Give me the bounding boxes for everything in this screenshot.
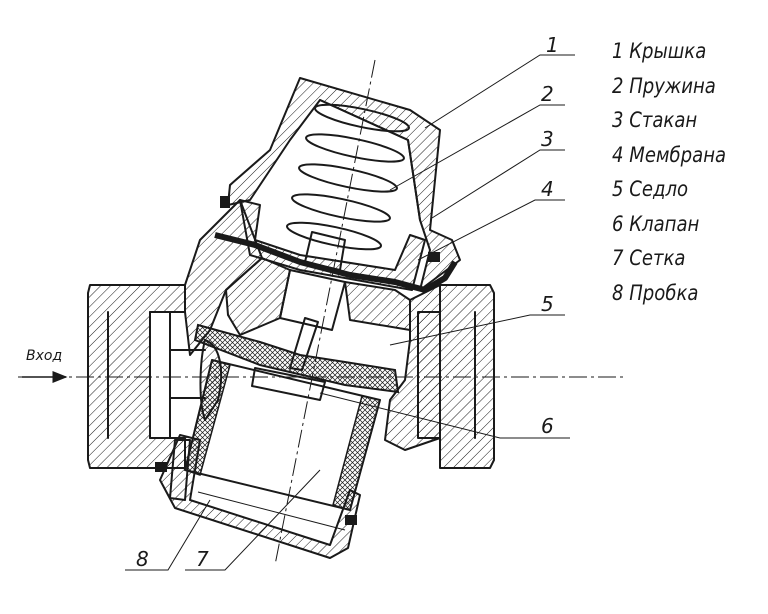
legend-item-plug: 8 Пробка	[612, 280, 699, 305]
callout-6: 6	[541, 414, 554, 438]
valve-axis-line	[274, 59, 376, 566]
callout-8: 8	[136, 547, 149, 571]
valve-stem	[225, 231, 411, 371]
legend-item-seat: 5 Седло	[612, 177, 689, 201]
callout-4: 4	[541, 177, 554, 201]
legend-item-cover: 1 Крышка	[612, 39, 707, 63]
inlet-bore	[169, 349, 206, 399]
callout-3: 3	[541, 127, 554, 151]
spring-cup	[239, 199, 426, 291]
spring	[286, 103, 410, 251]
legend-item-valve: 6 Клапан	[612, 211, 700, 236]
inlet-label: Вход	[26, 348, 62, 364]
callout-1: 1	[546, 33, 559, 57]
legend-item-membrane: 4 Мембрана	[612, 142, 727, 167]
callout-leaders	[125, 54, 575, 571]
legend-item-mesh: 7 Сетка	[612, 246, 686, 270]
callout-7: 7	[196, 547, 209, 571]
seal-left	[220, 196, 230, 208]
plug	[155, 439, 357, 525]
seat	[193, 323, 400, 394]
seal-right	[428, 252, 440, 262]
membrane	[214, 232, 458, 293]
parts-legend: 1 Крышка 2 Пружина 3 Стакан 4 Мембрана 5…	[612, 34, 762, 310]
mesh-filter	[184, 359, 381, 531]
legend-item-cup: 3 Стакан	[612, 108, 698, 132]
callout-5: 5	[541, 292, 554, 316]
callout-2: 2	[541, 82, 554, 106]
legend-item-spring: 2 Пружина	[612, 73, 716, 98]
